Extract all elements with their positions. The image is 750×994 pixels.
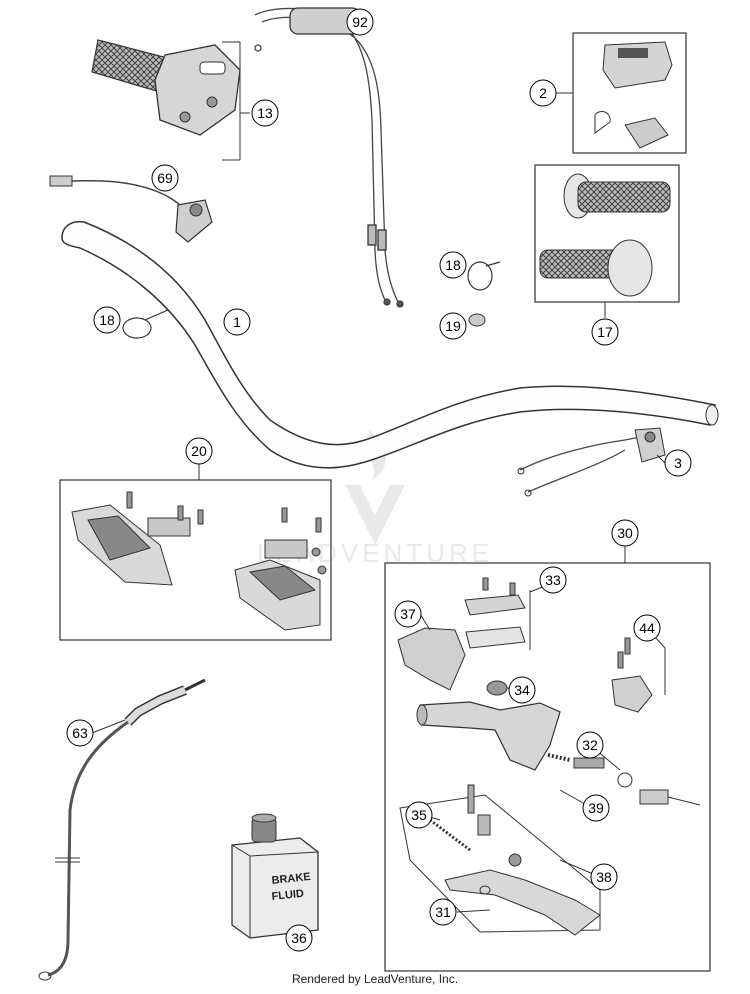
callout-1: 1 <box>223 308 251 336</box>
brake-cable <box>38 678 206 981</box>
cable-tie-left <box>122 309 169 339</box>
callout-13: 13 <box>251 99 279 127</box>
svg-text:20: 20 <box>191 443 207 459</box>
callout-33: 33 <box>539 566 567 594</box>
callout-36: 36 <box>285 924 313 952</box>
svg-text:36: 36 <box>291 930 307 946</box>
svg-text:35: 35 <box>411 807 427 823</box>
svg-text:30: 30 <box>617 525 633 541</box>
svg-text:18: 18 <box>99 312 115 328</box>
brake-fluid-can: BRAKE FLUID <box>231 813 319 939</box>
svg-text:2: 2 <box>539 85 547 101</box>
callout-63: 63 <box>66 719 94 747</box>
callout-2: 2 <box>529 79 557 107</box>
callout-92: 92 <box>346 8 374 36</box>
switch-3 <box>517 427 666 497</box>
svg-text:31: 31 <box>435 904 451 920</box>
throttle-grip-assembly <box>91 39 241 161</box>
svg-text:63: 63 <box>72 725 88 741</box>
svg-text:3: 3 <box>674 455 682 471</box>
svg-text:44: 44 <box>639 620 655 636</box>
callout-18-right: 18 <box>439 251 467 279</box>
svg-text:39: 39 <box>588 800 604 816</box>
handguard-kit-box <box>59 479 332 641</box>
handlebar <box>61 220 719 469</box>
footer-credit: Rendered by LeadVenture, Inc. <box>291 972 459 986</box>
callout-39: 39 <box>582 794 610 822</box>
callout-17: 17 <box>591 318 619 346</box>
svg-text:33: 33 <box>545 572 561 588</box>
svg-text:37: 37 <box>400 606 416 622</box>
callout-38: 38 <box>590 863 618 891</box>
kill-switch <box>49 175 213 243</box>
svg-text:18: 18 <box>445 257 461 273</box>
svg-text:1: 1 <box>233 314 241 330</box>
callout-20: 20 <box>185 437 213 465</box>
callout-69: 69 <box>151 164 179 192</box>
callout-30: 30 <box>611 519 639 547</box>
callout-34: 34 <box>508 676 536 704</box>
svg-text:13: 13 <box>257 105 273 121</box>
callout-19: 19 <box>439 312 467 340</box>
can-label-line2: FLUID <box>271 888 305 903</box>
callout-37: 37 <box>394 600 422 628</box>
clip-19 <box>468 313 486 327</box>
callout-32: 32 <box>576 731 604 759</box>
can-label-line1: BRAKE <box>271 871 311 887</box>
svg-text:92: 92 <box>352 14 368 30</box>
svg-text:38: 38 <box>596 869 612 885</box>
svg-text:32: 32 <box>582 737 598 753</box>
callout-18-left: 18 <box>93 306 121 334</box>
kit-box-2 <box>572 32 687 154</box>
svg-text:69: 69 <box>157 170 173 186</box>
grip-kit-box <box>534 164 680 303</box>
brake-master-cylinder-box <box>384 543 711 972</box>
callout-35: 35 <box>405 801 433 829</box>
svg-text:19: 19 <box>445 318 461 334</box>
svg-text:17: 17 <box>597 324 613 340</box>
svg-text:34: 34 <box>514 682 530 698</box>
throttle-cables <box>254 7 404 308</box>
callout-3: 3 <box>664 449 692 477</box>
callout-44: 44 <box>633 614 661 642</box>
cable-tie-right <box>467 261 501 291</box>
callout-31: 31 <box>429 898 457 926</box>
